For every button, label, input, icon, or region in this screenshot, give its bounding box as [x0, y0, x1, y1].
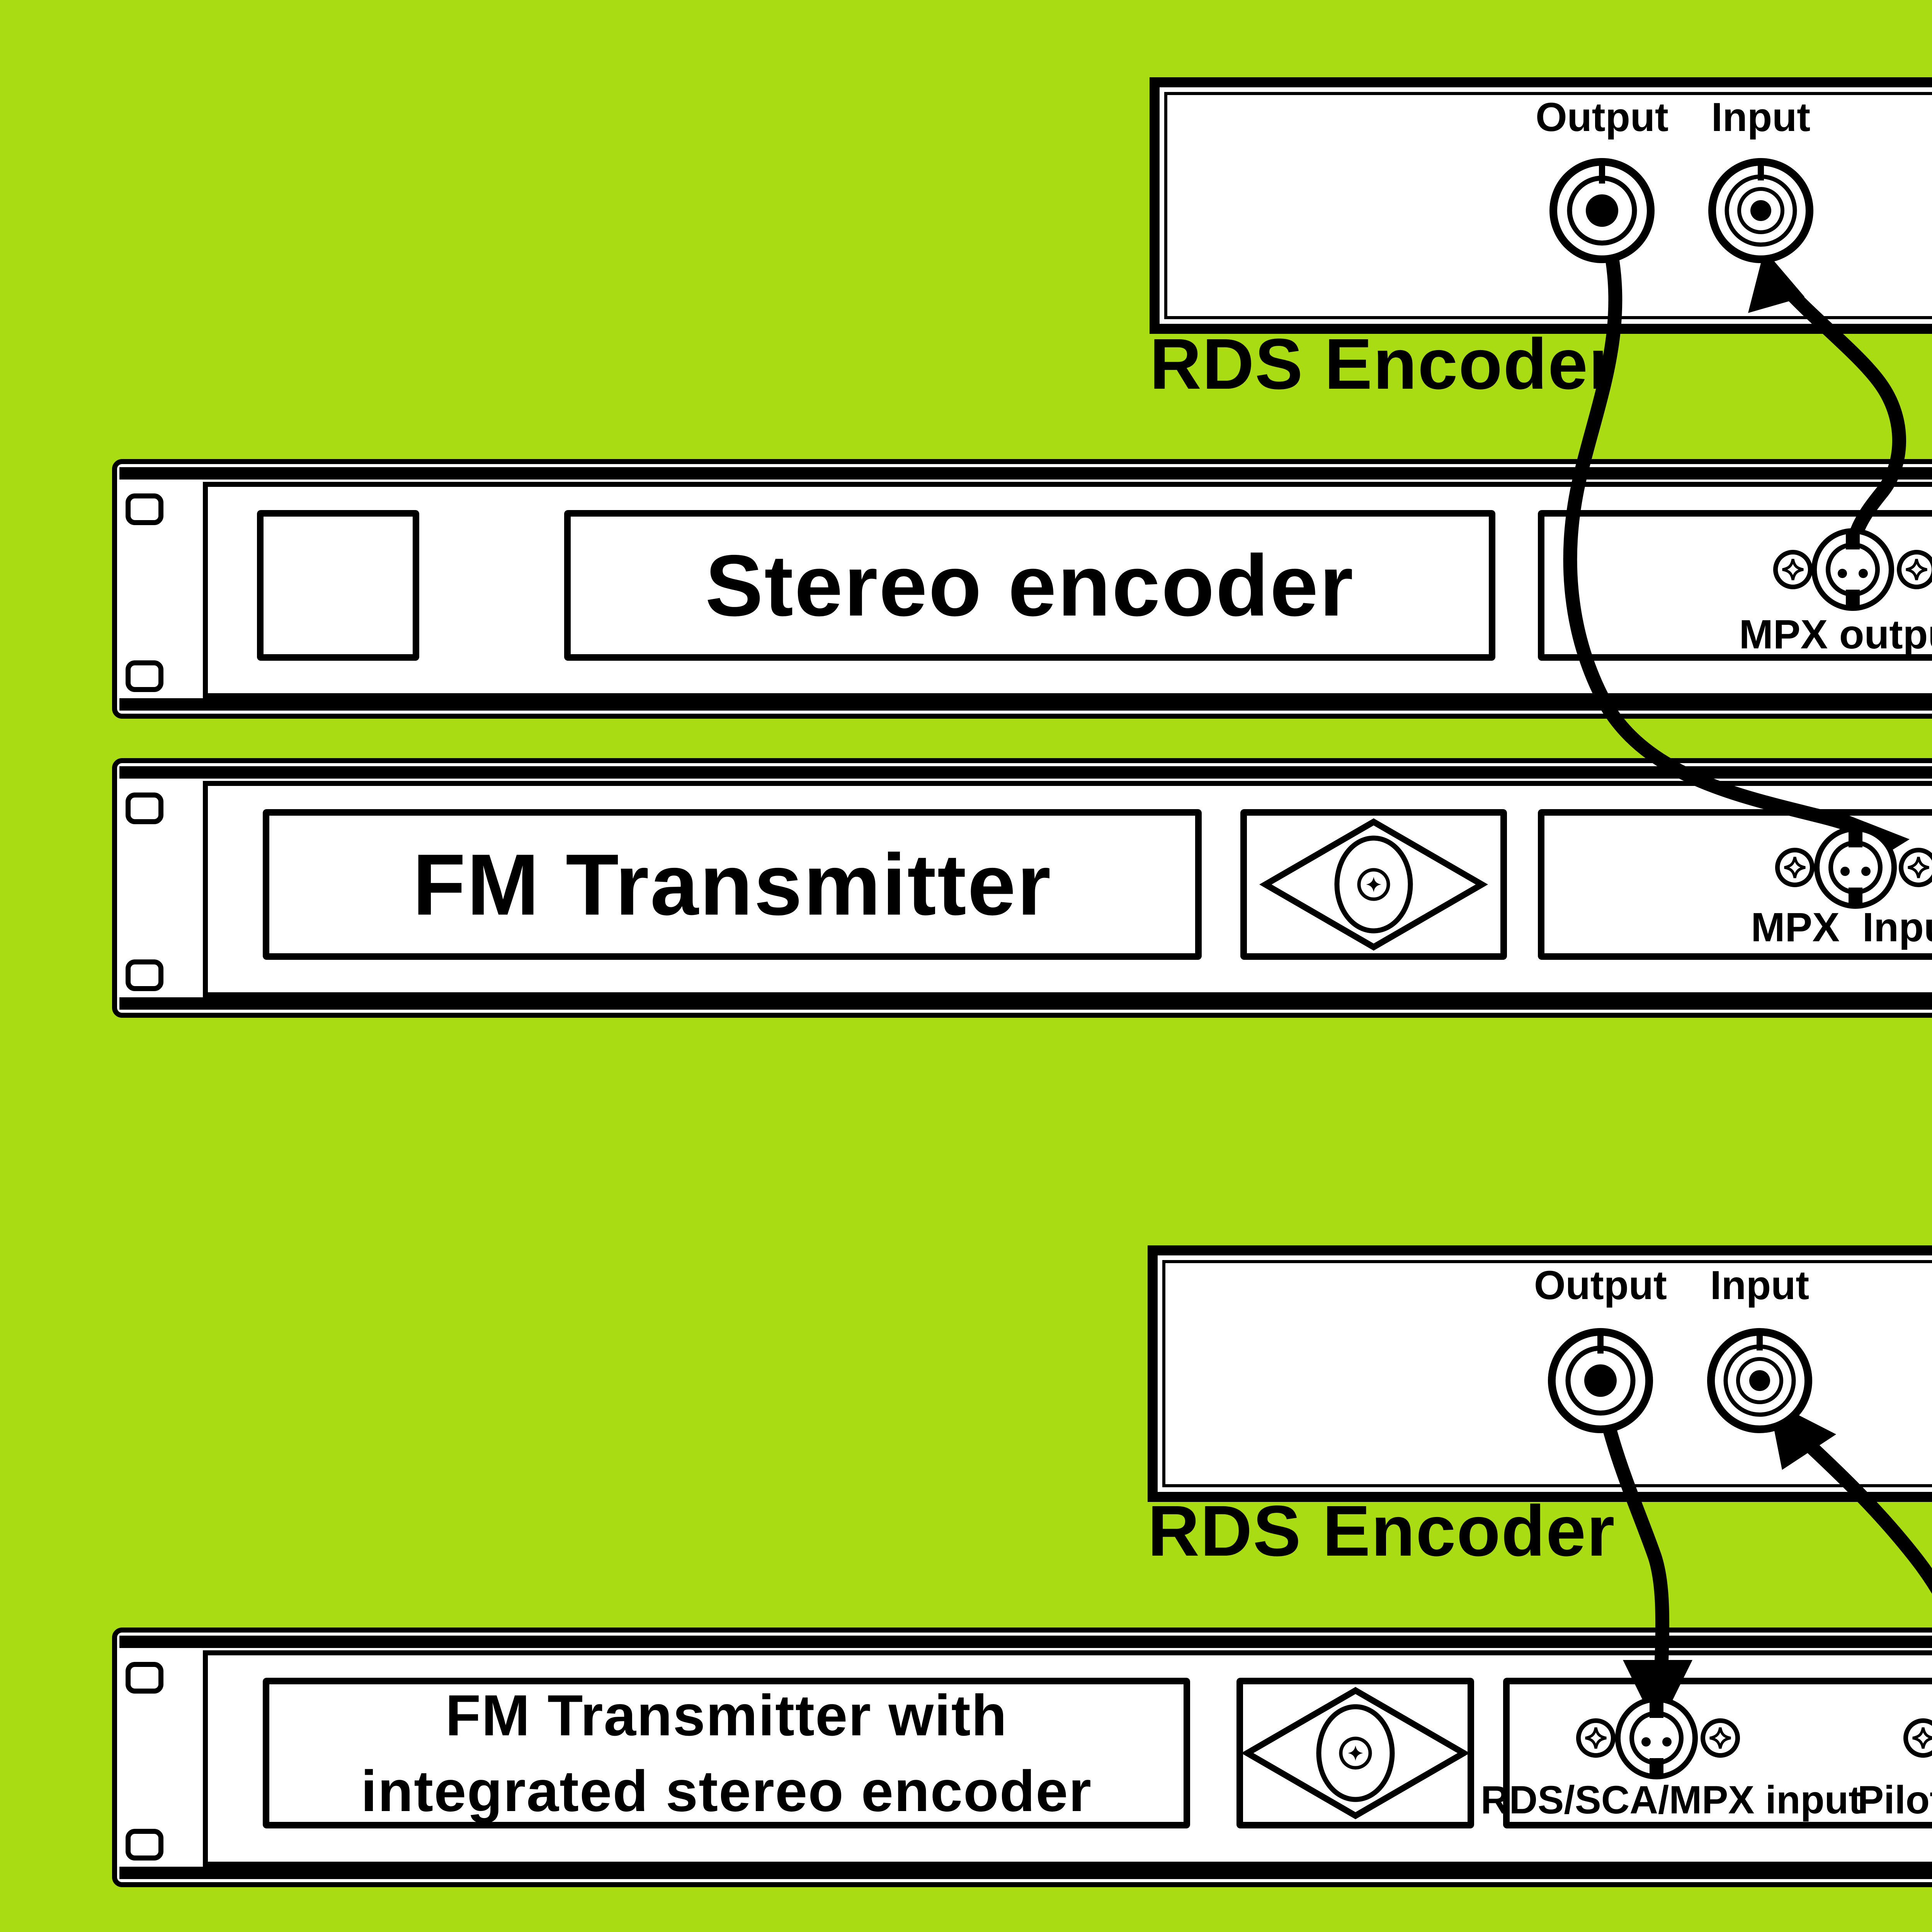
diamond-logo-panel	[1236, 1678, 1474, 1828]
rack-bottom-band	[119, 997, 1932, 1010]
fm-integrated-title-plate	[263, 1678, 1190, 1828]
fm-transmitter-title-plate	[263, 809, 1202, 960]
fm-integrated-title-line2: integrated stereo encoder	[361, 1759, 1092, 1823]
rack-ear-slot	[126, 793, 163, 824]
rack-ear-slot	[126, 959, 163, 991]
pilot-mpx-output-label: Pilot/MPX output	[1857, 1778, 1932, 1822]
fm-integrated-title-line1: FM Transmitter with	[445, 1683, 1008, 1748]
rack-face-panel	[203, 482, 1932, 698]
stereo-encoder-title: Stereo encoder	[705, 536, 1355, 634]
rack-face-panel	[203, 1650, 1932, 1867]
rack-top-band	[119, 467, 1932, 480]
rds-box-inner-line	[1162, 1260, 1932, 1487]
input-label-top: Input	[1711, 95, 1811, 140]
rds-encoder-caption-top: RDS Encoder	[1150, 324, 1617, 404]
rack-ear-slot	[126, 1829, 163, 1861]
output-label-top: Output	[1535, 95, 1669, 140]
diamond-logo-panel	[1240, 809, 1507, 960]
fm-integrated-title: FM Transmitter with integrated stereo en…	[263, 1678, 1190, 1828]
rack-top-band	[119, 766, 1932, 779]
rack-face-panel	[203, 781, 1932, 997]
mpx-input-label: MPX Input	[1751, 905, 1932, 950]
rds-encoder-caption-bottom: RDS Encoder	[1148, 1491, 1616, 1571]
rack-bottom-band	[119, 698, 1932, 711]
rack-bottom-band	[119, 1867, 1932, 1879]
rack-ear-slot	[126, 493, 163, 525]
blank-module	[257, 510, 419, 661]
fm-transmitter-title: FM Transmitter	[412, 835, 1052, 933]
mpx-output-label: MPX output	[1739, 612, 1932, 657]
output-label-bottom: Output	[1534, 1263, 1667, 1308]
input-label-bottom: Input	[1710, 1263, 1810, 1308]
rack-top-band	[119, 1636, 1932, 1648]
rds-box-inner-line	[1164, 92, 1932, 319]
stereo-encoder-title-plate	[564, 510, 1495, 661]
rack-ear-slot	[126, 1662, 163, 1694]
rds-sca-mpx-input-label: RDS/SCA/MPX input	[1481, 1778, 1862, 1822]
rack-ear-slot	[126, 660, 163, 692]
